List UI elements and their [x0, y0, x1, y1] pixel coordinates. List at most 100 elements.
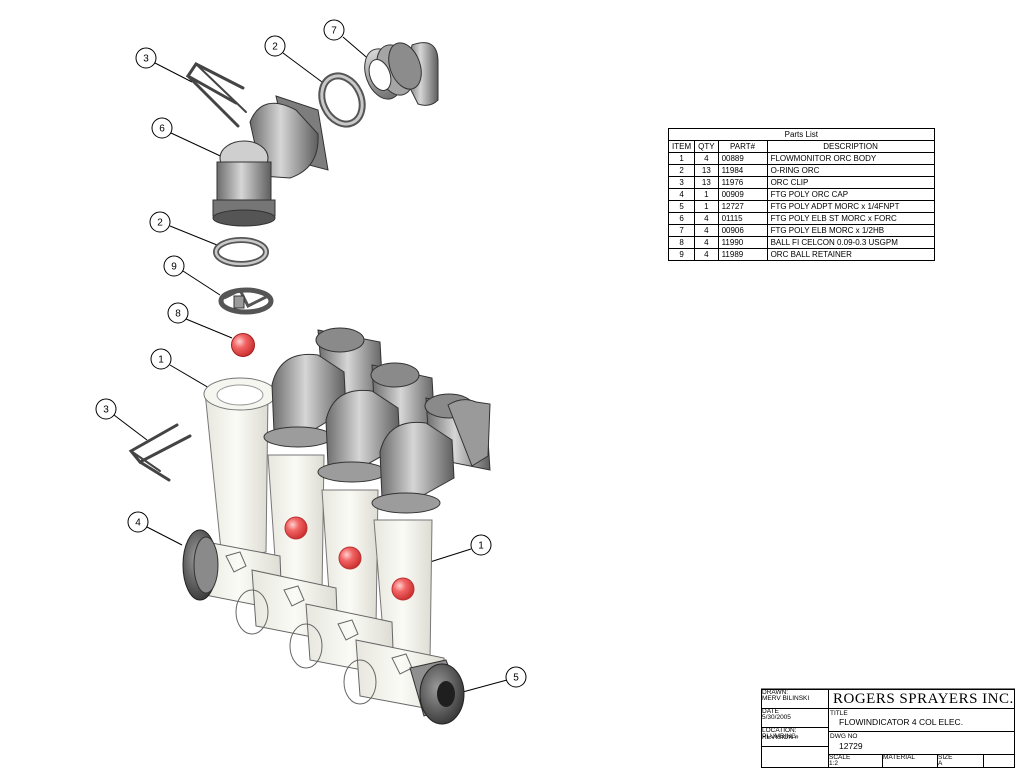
- part-number-cell: 00889: [717, 152, 768, 165]
- column-header-qty: QTY: [694, 140, 719, 153]
- item-cell: 2: [667, 164, 696, 177]
- part-number-cell: 00909: [717, 188, 768, 201]
- balloon-6: 6: [151, 117, 173, 139]
- qty-cell: 1: [694, 188, 719, 201]
- date-cell: DATE 5/30/2005: [761, 708, 829, 728]
- title-block: DRAWN: MERV BILINSKI DATE 5/30/2005 LOCA…: [761, 689, 1015, 768]
- company-cell: ROGERS SPRAYERS INC.: [828, 689, 1015, 709]
- balloon-label: 4: [135, 518, 141, 529]
- qty-cell: 1: [694, 200, 719, 213]
- description-cell: FTG POLY ELB MORC x 1/2HB: [766, 224, 935, 237]
- leader-lines: [113, 36, 508, 694]
- scale-value: 1:2: [829, 760, 839, 767]
- description-cell: BALL FI CELCON 0.09-0.3 USGPM: [766, 236, 935, 249]
- date-label: DATE: [762, 708, 779, 715]
- balloon-3-mid: 3: [95, 398, 117, 420]
- part-6-street-elbow: [212, 95, 329, 227]
- balloon-label: 8: [175, 309, 181, 320]
- dwg-label: DWG NO: [830, 733, 858, 740]
- sheet-cell: [983, 754, 1015, 768]
- dwg-value: 12729: [839, 741, 863, 751]
- part-2-o-ring-mid: [213, 237, 269, 267]
- part-8-ball: [231, 333, 255, 357]
- size-label: SIZE: [938, 754, 953, 761]
- front-elbows: [263, 353, 491, 514]
- qty-cell: 13: [694, 176, 719, 189]
- balloon-8: 8: [167, 302, 189, 324]
- balloon-7: 7: [323, 19, 345, 41]
- date-value: 5/30/2005: [762, 714, 791, 721]
- callout-balloons: 3 2 7 6 2 9 8 1 3 4 1 5: [95, 19, 527, 688]
- title-cell: TITLE FLOWINDICATOR 4 COL ELEC.: [828, 708, 1015, 732]
- item-cell: 3: [667, 176, 696, 189]
- part-number-cell: 11976: [717, 176, 768, 189]
- item-cell: 8: [667, 236, 696, 249]
- balloon-9: 9: [163, 255, 185, 277]
- part-7-hose-barb-elbow: [364, 42, 439, 106]
- description-cell: O-RING ORC: [766, 164, 935, 177]
- balloon-label: 2: [272, 42, 278, 53]
- balloon-1-right: 1: [470, 534, 492, 556]
- part-5-adapter: [409, 659, 465, 725]
- scale-label: SCALE: [829, 754, 851, 761]
- item-cell: 1: [667, 152, 696, 165]
- qty-cell: 4: [694, 248, 719, 261]
- material-label: MATERIAL: [883, 754, 916, 761]
- part-3-orc-clip-mid: [128, 423, 192, 482]
- qty-cell: 4: [694, 212, 719, 225]
- drawing-number-cell: DWG NO 12729: [828, 731, 1015, 755]
- part-number-cell: 11989: [717, 248, 768, 261]
- qty-cell: 4: [694, 224, 719, 237]
- description-cell: ORC BALL RETAINER: [766, 248, 935, 261]
- qty-cell: 4: [694, 236, 719, 249]
- part-2-o-ring-top: [318, 72, 366, 128]
- column-header-part: PART#: [717, 140, 768, 153]
- indicator-balls: [284, 516, 415, 601]
- description-cell: FTG POLY ELB ST MORC x FORC: [766, 212, 935, 225]
- drawn-cell: DRAWN: MERV BILINSKI: [761, 689, 829, 709]
- part-number-cell: 00906: [717, 224, 768, 237]
- size-cell: SIZE A: [937, 754, 984, 768]
- balloon-label: 3: [143, 54, 149, 65]
- part-4-orc-cap: [182, 529, 219, 601]
- description-cell: FTG POLY ORC CAP: [766, 188, 935, 201]
- balloon-label: 3: [103, 405, 109, 416]
- balloon-label: 9: [171, 262, 177, 273]
- location-label: LOCATION:: [762, 727, 797, 734]
- manifold-assembly: [182, 327, 491, 725]
- item-cell: 6: [667, 212, 696, 225]
- scale-cell: SCALE 1:2: [828, 754, 883, 768]
- title-label: TITLE: [830, 710, 848, 717]
- qty-cell: 4: [694, 152, 719, 165]
- balloon-5: 5: [505, 666, 527, 688]
- balloon-label: 6: [159, 124, 165, 135]
- column-header-description: DESCRIPTION: [766, 140, 935, 153]
- balloon-label: 5: [513, 673, 519, 684]
- item-cell: 9: [667, 248, 696, 261]
- balloon-4: 4: [127, 511, 149, 533]
- balloon-label: 1: [158, 355, 164, 366]
- qty-cell: 13: [694, 164, 719, 177]
- balloon-3-top: 3: [135, 47, 157, 69]
- title-value: FLOWINDICATOR 4 COL ELEC.: [839, 717, 964, 727]
- balloon-2-top: 2: [264, 35, 286, 57]
- drawn-value: MERV BILINSKI: [762, 695, 810, 702]
- balloon-label: 2: [157, 218, 163, 229]
- revision-cell: REVISION #: [761, 735, 829, 768]
- description-cell: ORC CLIP: [766, 176, 935, 189]
- balloon-label: 7: [331, 26, 337, 37]
- item-cell: 7: [667, 224, 696, 237]
- material-cell: MATERIAL: [882, 754, 938, 768]
- part-number-cell: 11984: [717, 164, 768, 177]
- description-cell: FTG POLY ADPT MORC x 1/4FNPT: [766, 200, 935, 213]
- size-value: A: [938, 760, 943, 767]
